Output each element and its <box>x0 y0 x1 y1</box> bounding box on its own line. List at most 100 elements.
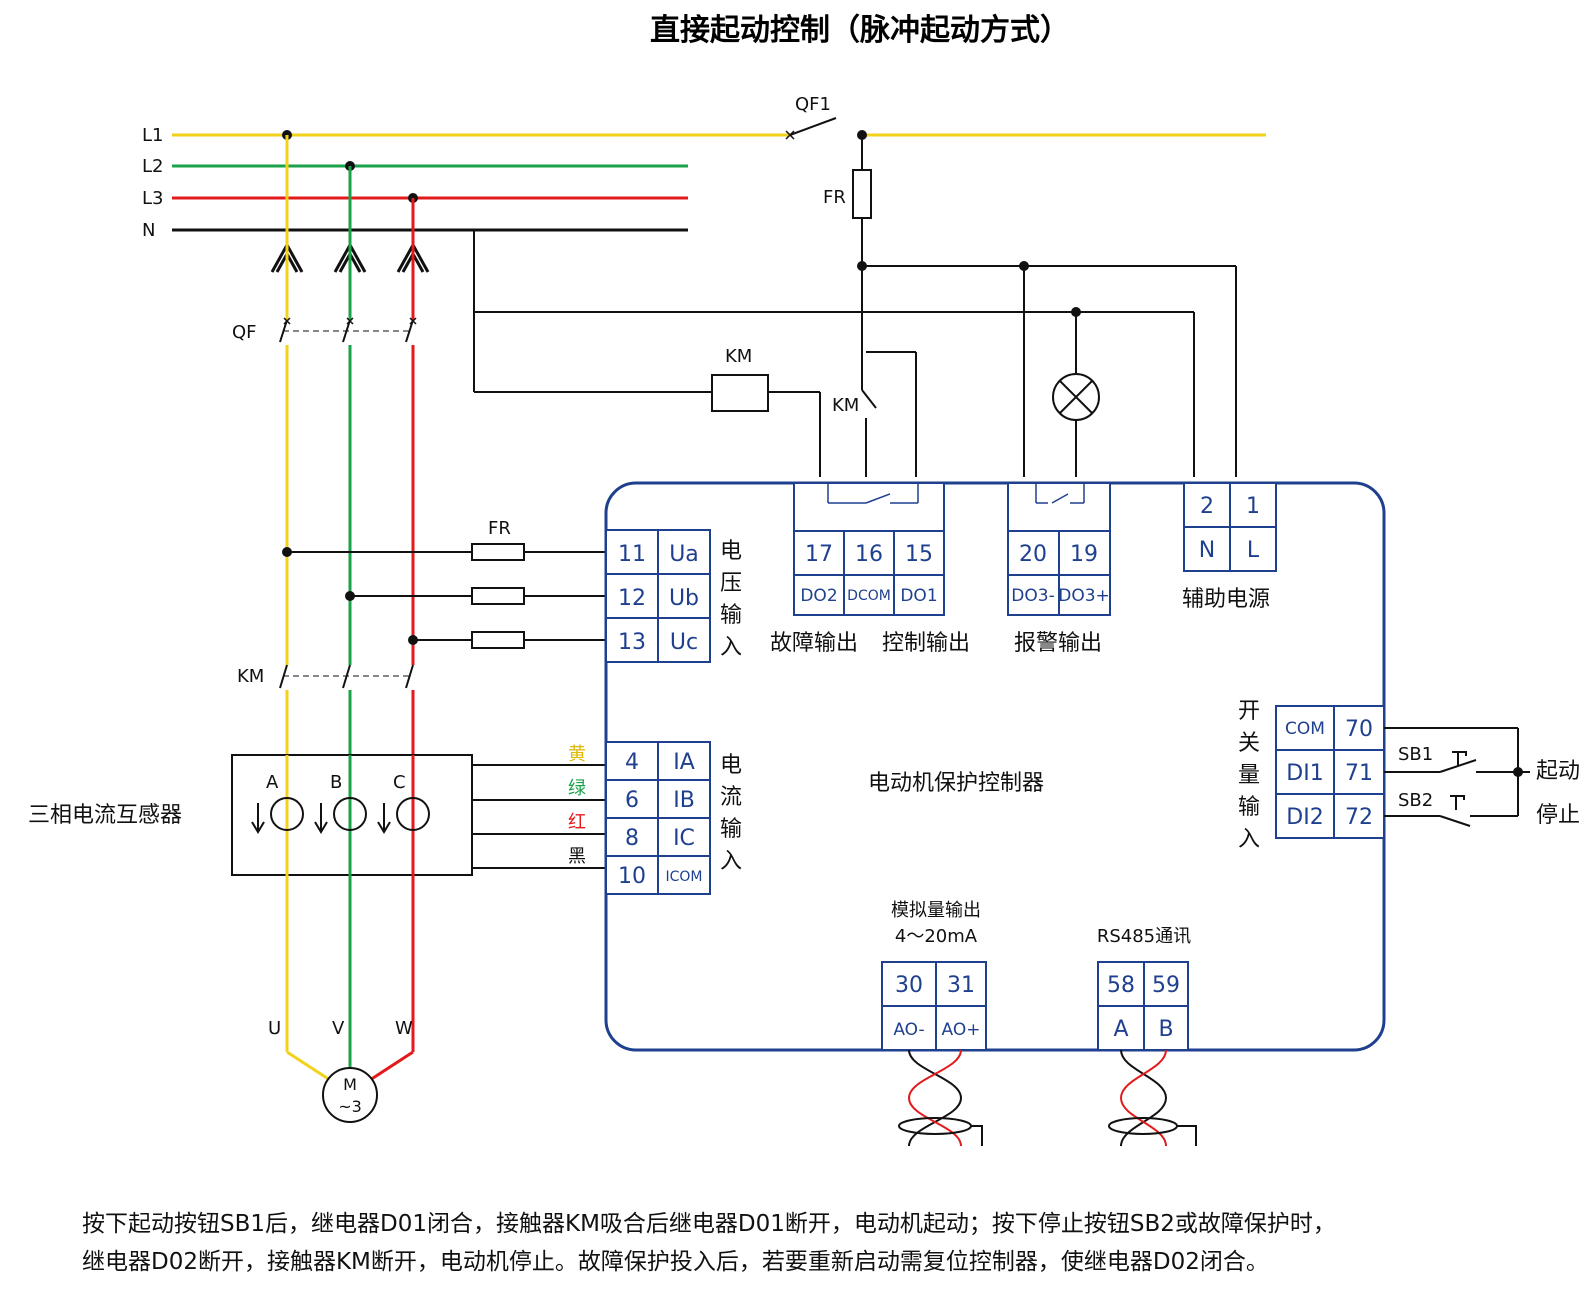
voltage-input-terminals: 11 Ua 12 Ub 13 Uc 电 压 输 入 <box>605 529 742 663</box>
terminal-11: 11 <box>618 542 646 567</box>
voltage-input-label: 输 <box>720 603 742 628</box>
terminal-di2: DI2 <box>1286 805 1323 830</box>
alarm-lamp <box>1052 312 1100 477</box>
current-input-label: 输 <box>720 817 742 842</box>
terminal-31: 31 <box>947 973 975 998</box>
current-input-terminals: 4 IA 6 IB 8 IC 10 ICOM 电 流 输 入 <box>605 741 742 895</box>
switch-input-label: 量 <box>1238 763 1260 788</box>
wire-color-yellow: 黄 <box>568 744 586 765</box>
fr-voltage-label: FR <box>488 518 511 539</box>
motor-symbol: M <box>343 1075 357 1094</box>
terminal-59: 59 <box>1152 973 1180 998</box>
terminal-6: 6 <box>625 788 639 813</box>
switch-input-label: 输 <box>1238 795 1260 820</box>
terminal-15: 15 <box>905 542 933 567</box>
fault-output-label: 故障输出 <box>770 631 858 656</box>
km-aux-label: KM <box>832 395 859 416</box>
terminal-ia: IA <box>673 750 695 775</box>
fr-top: FR <box>823 135 872 271</box>
current-transformer: 三相电流互感器 A B C <box>28 754 606 876</box>
terminal-ao-plus: AO+ <box>942 1020 981 1040</box>
analog-output-range: 4～20mA <box>895 926 978 947</box>
analog-output-terminals: 模拟量输出 4～20mA 30 31 AO- AO+ <box>881 900 987 1147</box>
terminal-71: 71 <box>1345 761 1373 786</box>
terminal-b: B <box>1158 1017 1173 1042</box>
terminal-16: 16 <box>855 542 883 567</box>
push-buttons: SB1 SB2 起动 停止 <box>1384 727 1580 828</box>
switch-input-label: 开 <box>1238 699 1260 724</box>
km-coil-label: KM <box>725 346 752 367</box>
terminal-ib: IB <box>673 788 695 813</box>
ct-c-label: C <box>393 772 406 793</box>
bus-label-l2: L2 <box>142 156 163 177</box>
motor-u-label: U <box>268 1018 281 1039</box>
terminal-20: 20 <box>1019 542 1047 567</box>
qf1-breaker: QF1 <box>785 94 867 140</box>
terminal-do3-minus: DO3- <box>1011 586 1054 606</box>
motor-w-label: W <box>395 1018 413 1039</box>
terminal-ao-minus: AO- <box>893 1020 924 1040</box>
terminal-4: 4 <box>625 750 639 775</box>
ct-a-label: A <box>266 772 279 793</box>
wire-color-red: 红 <box>568 812 586 833</box>
terminal-dcom: DCOM <box>847 588 891 604</box>
bus-label-l1: L1 <box>142 125 163 146</box>
switch-input-label: 关 <box>1238 731 1260 756</box>
terminal-30: 30 <box>895 973 923 998</box>
terminal-do3-plus: DO3+ <box>1058 586 1110 606</box>
rs485-terminals: RS485通讯 58 59 A B <box>1097 926 1197 1147</box>
aux-power-label: 辅助电源 <box>1182 587 1270 612</box>
switch-input-label: 入 <box>1238 827 1260 852</box>
voltage-input-label: 入 <box>720 635 742 660</box>
relay-output-terminals: 17 16 15 DO2 DCOM DO1 故障输出 控制输出 <box>770 482 970 656</box>
ct-wire-colors: 黄 绿 红 黑 <box>568 744 586 867</box>
terminal-a: A <box>1113 1017 1128 1042</box>
wire-color-black: 黑 <box>568 846 586 867</box>
qf1-label: QF1 <box>795 94 831 115</box>
terminal-10: 10 <box>618 864 646 889</box>
current-input-label: 流 <box>720 785 742 810</box>
qf-label: QF <box>232 322 257 343</box>
start-label: 起动 <box>1536 759 1580 784</box>
terminal-13: 13 <box>618 630 646 655</box>
wire-color-green: 绿 <box>568 778 586 799</box>
terminal-do2: DO2 <box>800 586 837 606</box>
voltage-input-label: 压 <box>720 571 742 596</box>
terminal-ic: IC <box>673 826 695 851</box>
terminal-8: 8 <box>625 826 639 851</box>
sb1-label: SB1 <box>1398 744 1433 765</box>
fr-top-label: FR <box>823 187 846 208</box>
description-text: 按下起动按钮SB1后，继电器D01闭合，接触器KM吸合后继电器D01断开，电动机… <box>82 1205 1562 1281</box>
bus-label-l3: L3 <box>142 188 163 209</box>
terminal-l: L <box>1247 538 1260 563</box>
alarm-output-terminals: 20 19 DO3- DO3+ 报警输出 <box>1007 482 1111 656</box>
stop-label: 停止 <box>1536 803 1580 828</box>
sb2-label: SB2 <box>1398 790 1433 811</box>
motor: U V W M ~3 <box>268 875 415 1123</box>
terminal-di1: DI1 <box>1286 761 1323 786</box>
bus-label-n: N <box>142 220 155 241</box>
current-input-label: 电 <box>720 753 742 778</box>
km-aux-contact: KM <box>832 266 917 477</box>
aux-power-terminals: 2 1 N L 辅助电源 <box>1182 482 1277 612</box>
terminal-2: 2 <box>1200 494 1214 519</box>
control-output-label: 控制输出 <box>882 631 970 656</box>
terminal-com: COM <box>1285 719 1325 739</box>
voltage-input-label: 电 <box>720 539 742 564</box>
controller-name: 电动机保护控制器 <box>868 771 1044 796</box>
alarm-output-label: 报警输出 <box>1014 631 1102 656</box>
terminal-do1: DO1 <box>900 586 937 606</box>
terminal-72: 72 <box>1345 805 1373 830</box>
terminal-19: 19 <box>1070 542 1098 567</box>
terminal-12: 12 <box>618 586 646 611</box>
terminal-ua: Ua <box>669 542 699 567</box>
motor-v-label: V <box>332 1018 345 1039</box>
terminal-58: 58 <box>1107 973 1135 998</box>
description-line: 继电器D02断开，接触器KM断开，电动机停止。故障保护投入后，若要重新启动需复位… <box>82 1249 1269 1275</box>
description-line: 按下起动按钮SB1后，继电器D01闭合，接触器KM吸合后继电器D01断开，电动机… <box>82 1211 1336 1237</box>
terminal-1: 1 <box>1246 494 1260 519</box>
terminal-70: 70 <box>1345 717 1373 742</box>
voltage-wiring: FR <box>287 518 606 649</box>
rs485-label: RS485通讯 <box>1097 926 1191 947</box>
